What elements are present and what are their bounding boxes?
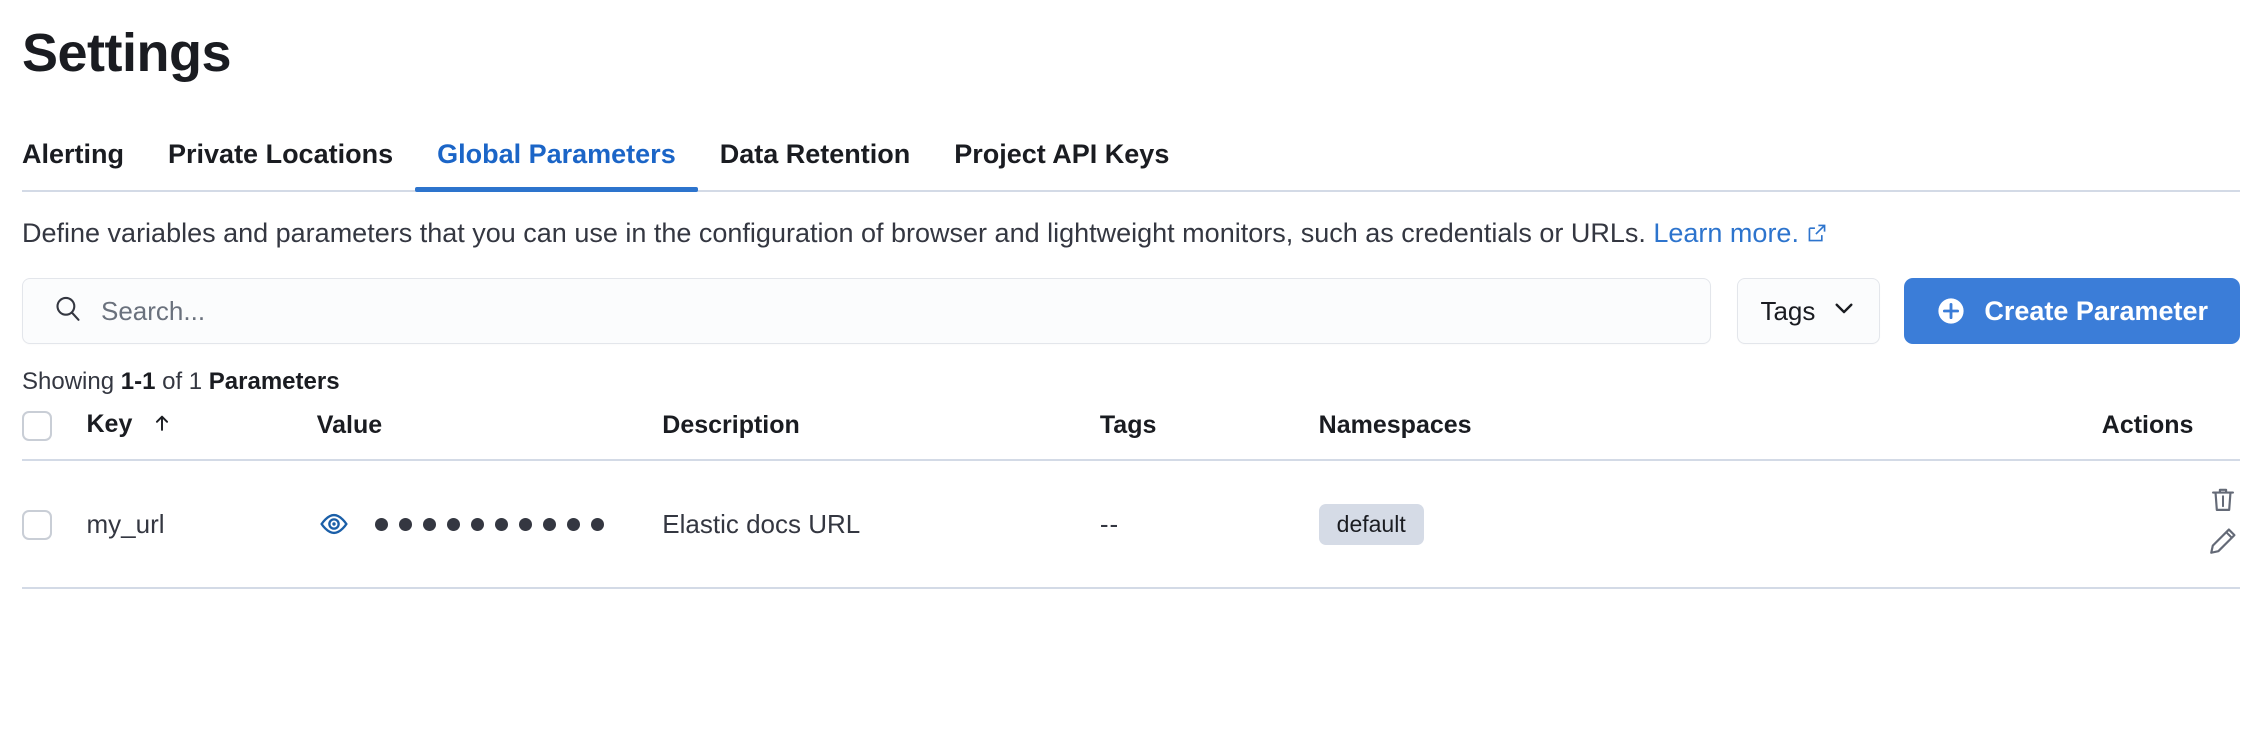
parameters-table: Key Value Description Tags [22, 410, 2240, 590]
tab-label: Global Parameters [437, 139, 676, 169]
column-header-tags[interactable]: Tags [1099, 410, 1319, 462]
table-header-row: Key Value Description Tags [22, 410, 2240, 462]
select-all-checkbox[interactable] [22, 410, 52, 441]
edit-icon[interactable] [2206, 524, 2240, 565]
search-input[interactable] [101, 295, 1711, 327]
column-label: Actions [2101, 411, 2194, 440]
description-text: Define variables and parameters that you… [22, 218, 1654, 248]
showing-range: 1-1 [120, 368, 156, 396]
cell-description: Elastic docs URL [662, 460, 1100, 590]
masked-value [374, 517, 604, 531]
cell-namespaces: default [1318, 460, 2102, 590]
tab-project-api-keys[interactable]: Project API Keys [932, 141, 1191, 190]
page-description: Define variables and parameters that you… [22, 216, 2240, 252]
parameter-tags: -- [1099, 508, 1120, 539]
tab-global-parameters[interactable]: Global Parameters [415, 139, 698, 192]
column-header-key[interactable]: Key [86, 410, 317, 462]
column-label: Tags [1099, 411, 1157, 440]
learn-more-link[interactable]: Learn more. [1653, 218, 1799, 248]
column-label: Value [316, 411, 383, 440]
parameter-description: Elastic docs URL [662, 508, 861, 539]
plus-circle-icon [1936, 296, 1966, 326]
showing-prefix: Showing [22, 368, 121, 396]
tab-label: Private Locations [168, 139, 394, 169]
row-select-cell [22, 460, 87, 590]
create-parameter-label: Create Parameter [1984, 295, 2208, 326]
tab-label: Data Retention [719, 139, 911, 169]
table-row: my_url Elast [22, 460, 2240, 590]
tab-label: Alerting [22, 139, 125, 169]
showing-of: of 1 [155, 368, 209, 396]
search-box[interactable] [22, 278, 1712, 345]
create-parameter-button[interactable]: Create Parameter [1904, 278, 2240, 345]
arrow-up-icon [151, 412, 173, 441]
cell-key: my_url [86, 460, 317, 590]
tags-filter-button[interactable]: Tags [1737, 278, 1881, 345]
eye-icon[interactable] [317, 507, 351, 541]
column-label: Description [662, 411, 800, 440]
toolbar: Tags Create Parameter [22, 278, 2240, 345]
delete-icon[interactable] [2206, 483, 2240, 524]
tab-alerting[interactable]: Alerting [22, 141, 146, 190]
row-checkbox[interactable] [22, 510, 52, 541]
parameter-key: my_url [86, 508, 165, 539]
tab-private-locations[interactable]: Private Locations [146, 141, 415, 190]
tab-label: Project API Keys [954, 139, 1170, 169]
showing-entity: Parameters [208, 368, 340, 396]
search-icon [53, 294, 83, 329]
page-title: Settings [22, 23, 232, 83]
tags-filter-label: Tags [1760, 295, 1816, 326]
results-count: Showing 1-1 of 1 Parameters [22, 370, 2240, 394]
chevron-down-icon [1831, 295, 1857, 328]
cell-tags: -- [1099, 460, 1319, 590]
external-link-icon [1806, 218, 1828, 252]
column-label: Namespaces [1318, 411, 1472, 440]
column-header-namespaces[interactable]: Namespaces [1318, 410, 2102, 462]
column-header-value[interactable]: Value [316, 410, 663, 462]
settings-tabs: Alerting Private Locations Global Parame… [22, 112, 2240, 192]
tab-data-retention[interactable]: Data Retention [698, 141, 933, 190]
column-label: Key [86, 410, 133, 439]
column-header-actions: Actions [2101, 410, 2240, 462]
cell-actions [2101, 460, 2240, 590]
select-all-header [22, 410, 87, 462]
namespace-badge: default [1318, 503, 1424, 545]
cell-value [316, 460, 663, 590]
column-header-description[interactable]: Description [662, 410, 1100, 462]
